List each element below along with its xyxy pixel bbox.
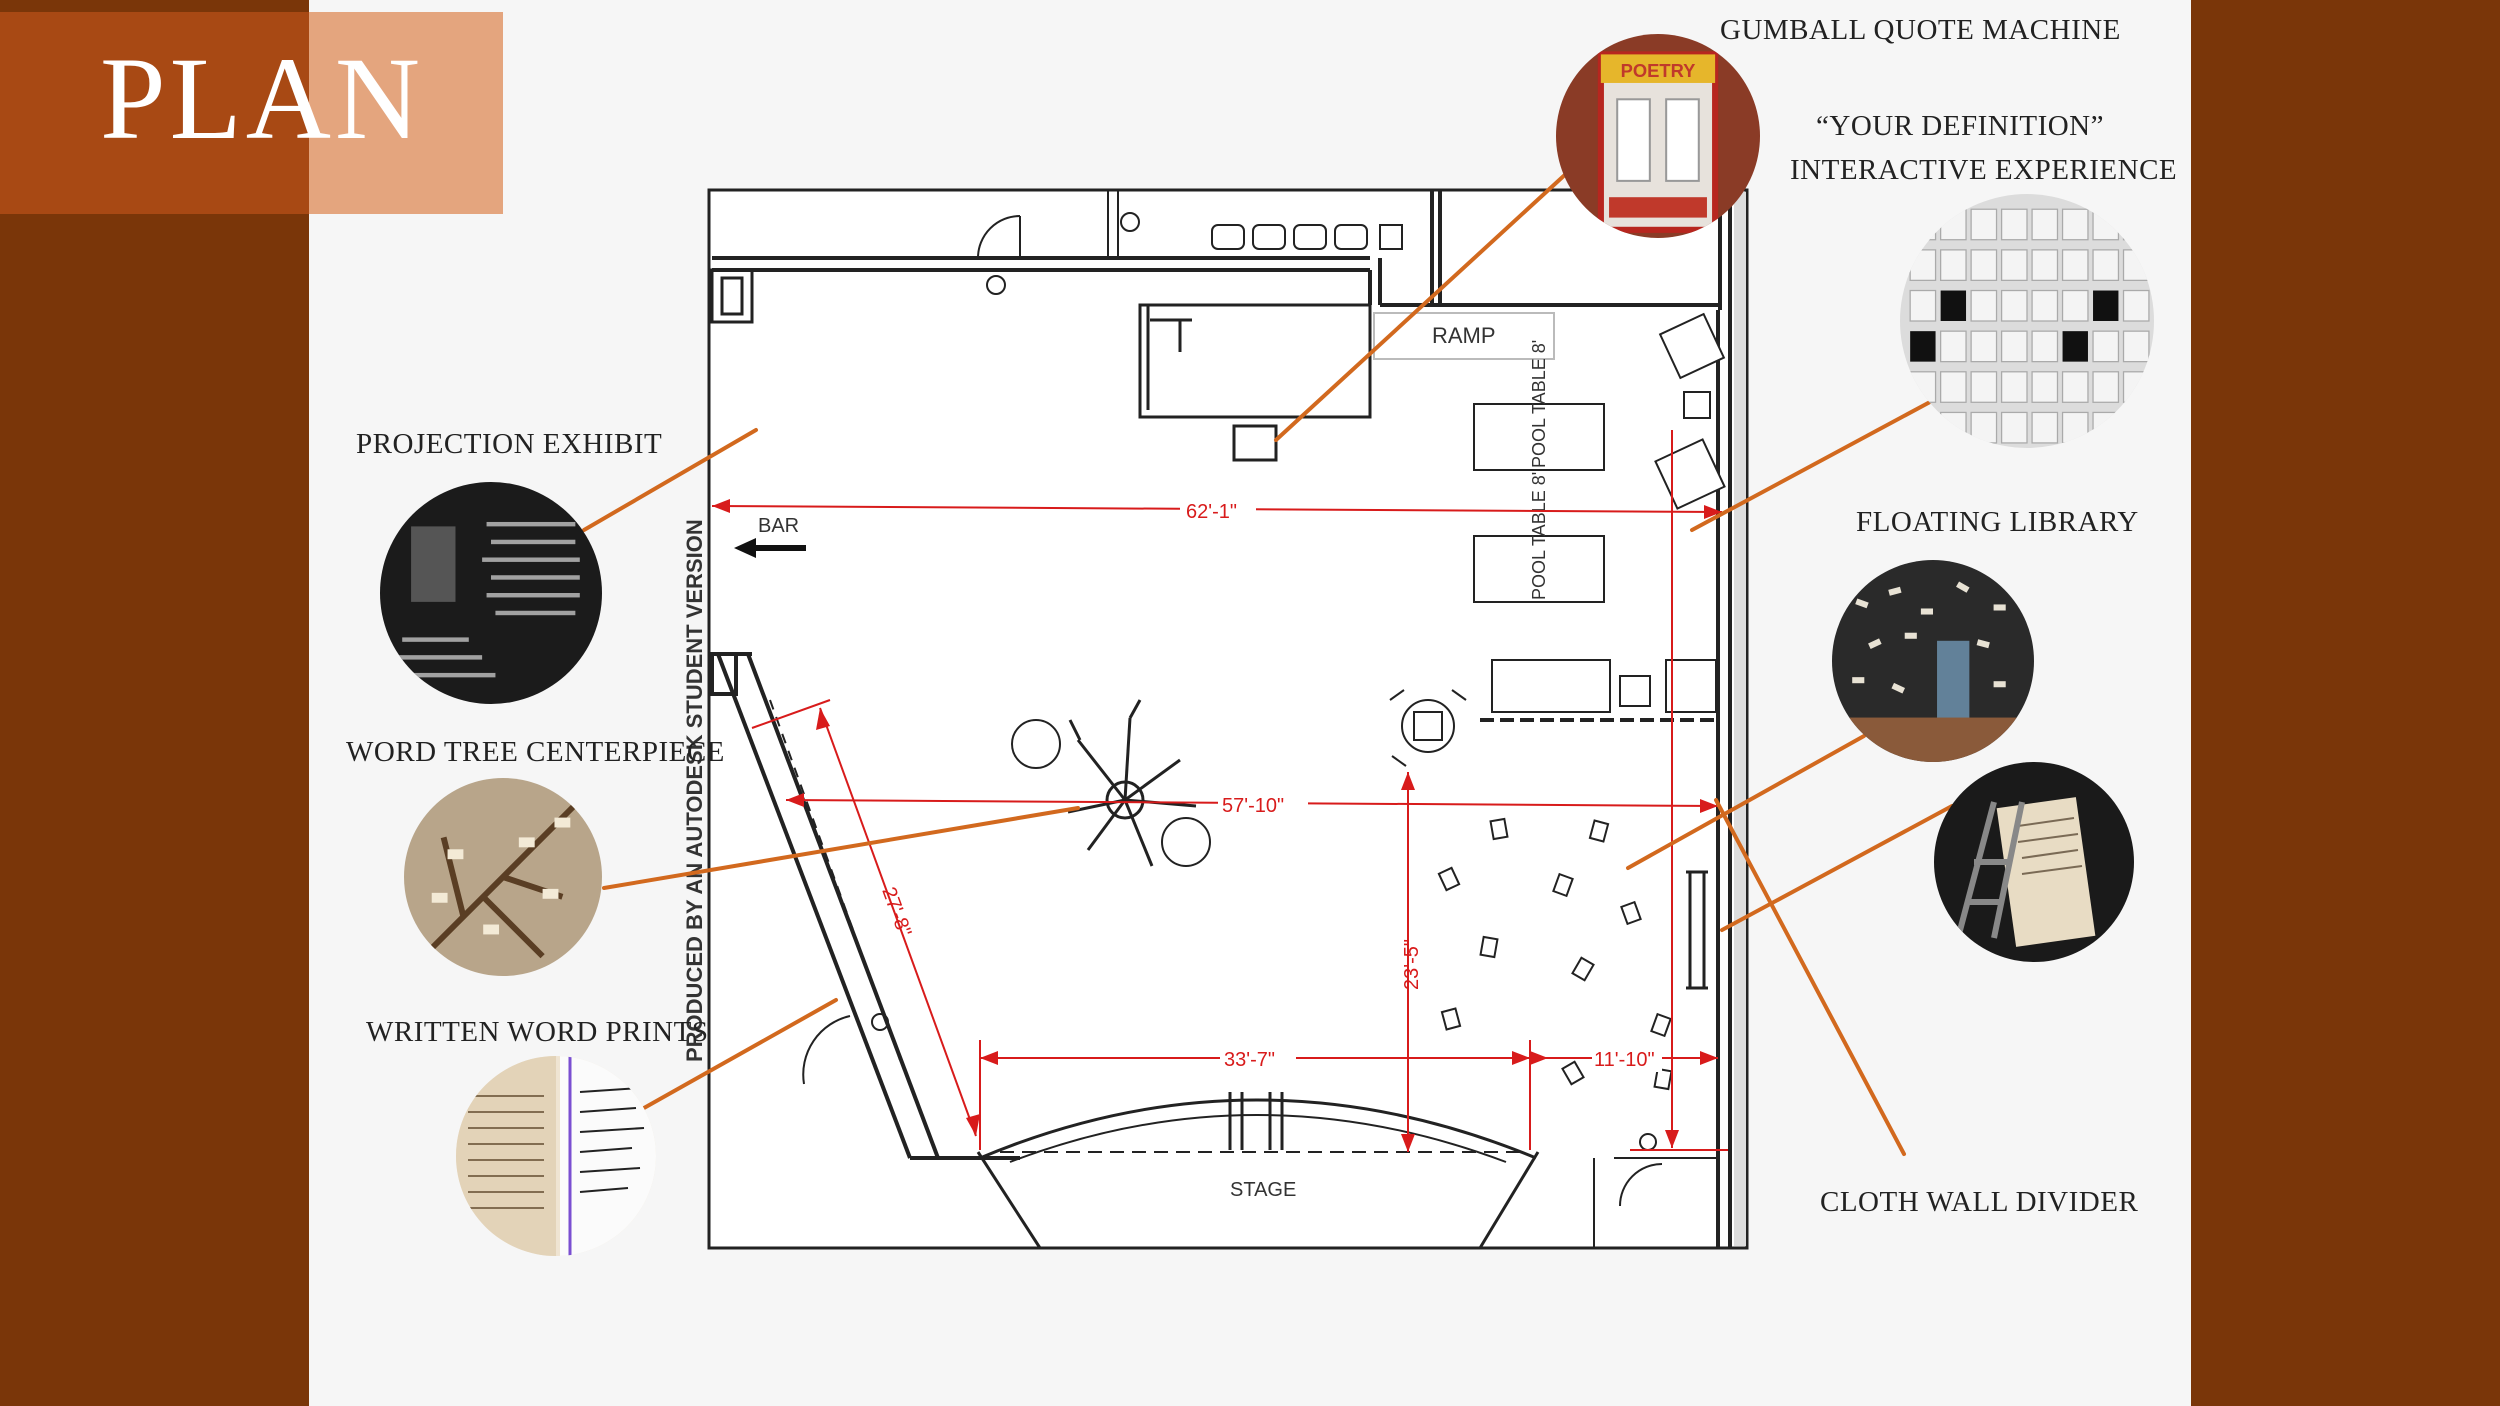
leader-lines bbox=[582, 170, 1954, 1156]
bar-stools bbox=[1211, 224, 1403, 250]
pool-table-2-label: POOL TABLE 8' bbox=[1529, 472, 1549, 600]
wall-photo-icon bbox=[1900, 194, 2154, 448]
top-wall bbox=[712, 190, 1732, 310]
label-floating-library: FLOATING LIBRARY bbox=[1856, 506, 2139, 538]
label-your-definition-2: INTERACTIVE EXPERIENCE bbox=[1790, 154, 2178, 186]
autodesk-watermark: PRODUCED BY AN AUTODESK STUDENT VERSION bbox=[682, 519, 707, 1062]
label-gumball: GUMBALL QUOTE MACHINE bbox=[1720, 14, 2121, 46]
side-fixture bbox=[871, 1013, 889, 1031]
ramp-outline bbox=[1373, 312, 1555, 360]
stage bbox=[976, 1092, 1540, 1249]
left-angled-wall bbox=[710, 652, 1020, 1160]
round-seating bbox=[1389, 689, 1467, 767]
right-wall bbox=[1716, 310, 1732, 1248]
dim-stage-depth: 23'-5" bbox=[1401, 939, 1423, 990]
title-block bbox=[0, 12, 309, 214]
right-band bbox=[2191, 0, 2500, 1406]
bar-counter bbox=[1138, 303, 1372, 462]
label-your-definition-1: “YOUR DEFINITION” bbox=[1816, 110, 2104, 142]
bar-label: BAR bbox=[758, 515, 799, 537]
title-accent bbox=[309, 12, 503, 214]
top-door bbox=[977, 190, 1140, 295]
svg-text:POETRY: POETRY bbox=[1621, 60, 1696, 81]
ramp-label: RAMP bbox=[1432, 323, 1496, 348]
dim-right-width: 11'-10" bbox=[1594, 1049, 1655, 1071]
page-title: PLAN bbox=[100, 33, 425, 164]
otto-seats bbox=[1011, 719, 1211, 867]
side-door-arc bbox=[802, 1015, 851, 1085]
prints-photo-icon bbox=[456, 1056, 656, 1256]
pool-tables bbox=[1473, 403, 1605, 603]
cloth-photo-icon bbox=[1934, 762, 2134, 962]
left-nook bbox=[710, 268, 754, 324]
scattered-prints bbox=[1437, 817, 1673, 1091]
library-ladder bbox=[1686, 870, 1708, 990]
library-photo-icon bbox=[1832, 560, 2034, 762]
stage-label: STAGE bbox=[1230, 1179, 1296, 1201]
label-written-word: WRITTEN WORD PRINTS bbox=[366, 1016, 709, 1048]
angled-wall-dash bbox=[769, 699, 901, 1061]
bottom-right-door bbox=[1593, 1133, 1718, 1248]
label-projection: PROJECTION EXHIBIT bbox=[356, 428, 663, 460]
dim-width-top: 62'-1" bbox=[1186, 501, 1237, 523]
dim-stage-width: 33'-7" bbox=[1224, 1049, 1275, 1071]
label-cloth-wall: CLOTH WALL DIVIDER bbox=[1820, 1186, 2139, 1218]
projection-photo-icon bbox=[380, 482, 602, 704]
tree-photo-icon bbox=[404, 778, 602, 976]
label-word-tree: WORD TREE CENTERPIECE bbox=[346, 736, 725, 768]
dim-width-mid: 57'-10" bbox=[1222, 795, 1284, 817]
bar-arrow bbox=[734, 538, 806, 558]
left-band bbox=[0, 0, 309, 1406]
gumball-photo-icon: POETRY bbox=[1556, 34, 1760, 238]
pool-table-1-label: POOL TABLE 8' bbox=[1529, 340, 1549, 468]
textured-wall bbox=[1734, 192, 1746, 1246]
